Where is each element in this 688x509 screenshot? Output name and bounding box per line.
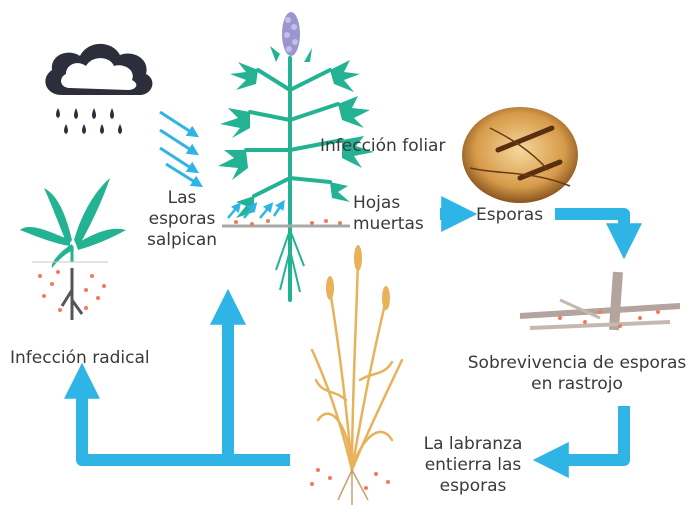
seedling — [20, 178, 126, 320]
splash-arrows — [228, 204, 282, 218]
label-spores-splash-line1: Las — [140, 188, 224, 209]
arrow-spores-to-stubble — [555, 214, 624, 240]
label-tillage-line2: entierra las — [418, 455, 528, 476]
rain-cloud-icon — [45, 44, 152, 134]
label-leaf-infection: Infección foliar — [320, 136, 445, 157]
dry-wheat-plant — [310, 245, 402, 505]
label-spores-splash-line2: esporas — [140, 209, 224, 230]
label-spores-splash: Las esporas salpican — [140, 188, 224, 251]
arrow-survival-to-tillage — [552, 406, 624, 460]
label-survival: Sobrevivencia de esporas en rastrojo — [466, 353, 688, 395]
label-tillage-line3: esporas — [418, 476, 528, 497]
label-dead-leaves: Hojas muertas — [353, 193, 424, 235]
spore-micrograph-icon — [462, 107, 578, 203]
label-spores: Esporas — [476, 205, 543, 226]
stubble — [520, 272, 680, 331]
rain-arrows — [160, 112, 198, 184]
arrow-tillage-to-root — [82, 382, 290, 460]
label-spores-splash-line3: salpican — [140, 230, 224, 251]
label-survival-line1: Sobrevivencia de esporas — [466, 353, 688, 374]
label-survival-line2: en rastrojo — [466, 374, 688, 395]
label-tillage: La labranza entierra las esporas — [418, 434, 528, 497]
label-root-infection: Infección radical — [10, 348, 150, 369]
label-dead-leaves-line2: muertas — [353, 214, 424, 235]
label-dead-leaves-line1: Hojas — [353, 193, 424, 214]
label-tillage-line1: La labranza — [418, 434, 528, 455]
